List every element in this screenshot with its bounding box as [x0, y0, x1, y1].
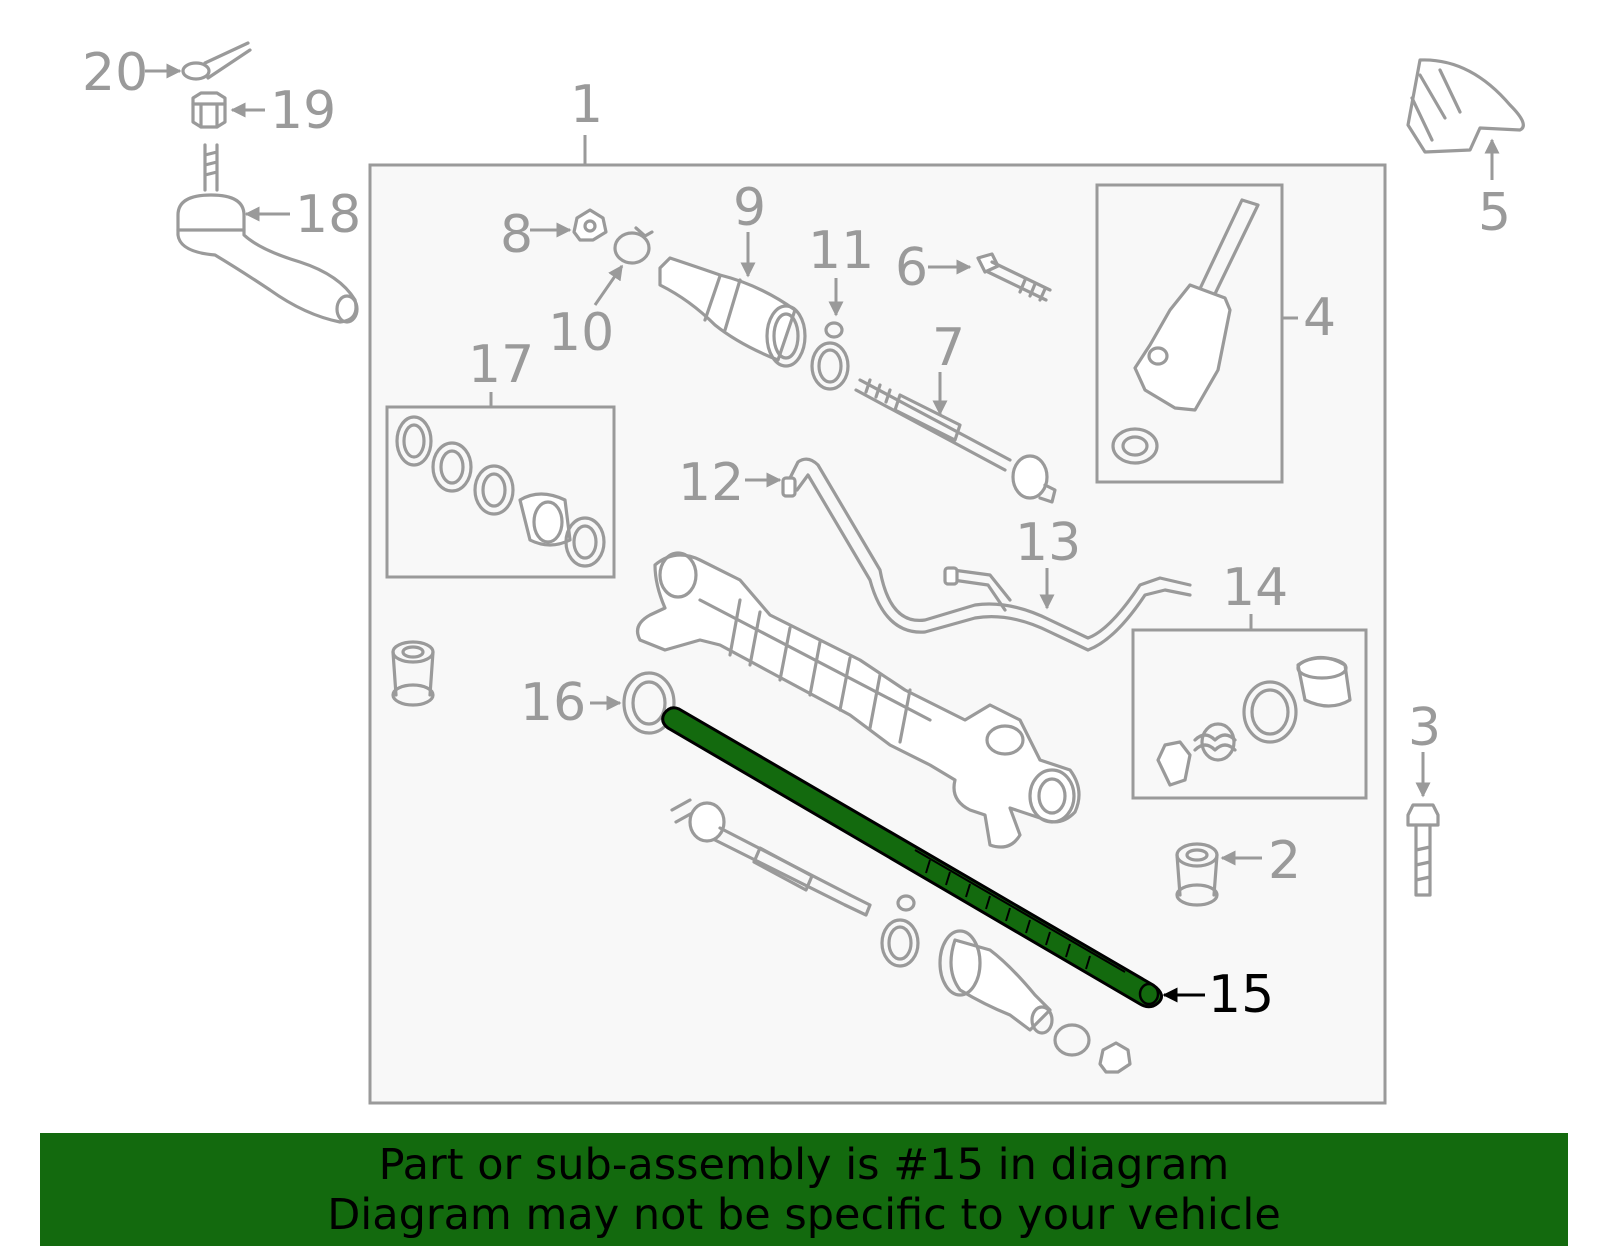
part-5-mount: [1406, 58, 1525, 154]
banner-line-2: Diagram may not be specific to your vehi…: [327, 1189, 1281, 1240]
callout-12: 12: [678, 453, 744, 513]
part-4-pinion: [1111, 198, 1260, 465]
callout-15: 15: [1208, 965, 1274, 1025]
part-11-clamp: [810, 321, 850, 391]
part-19-nut: [191, 91, 227, 129]
callout-4: 4: [1303, 288, 1336, 348]
part-7-inner-tie-rod: [854, 378, 1057, 504]
part-15-rack-highlighted: [661, 706, 1164, 1009]
callout-2: 2: [1268, 831, 1301, 891]
subbox-17: [385, 405, 616, 579]
part-9-boot: [658, 256, 807, 368]
part-2-bushing-left: [391, 640, 435, 707]
callout-17: 17: [468, 335, 534, 395]
callout-20: 20: [82, 43, 148, 103]
part-20-cotter-pin: [181, 41, 252, 81]
part-2-bushing: [1175, 842, 1219, 907]
callout-1: 1: [570, 75, 603, 135]
part-14-kit: [1156, 655, 1352, 787]
assembly-frame: [368, 163, 1387, 1105]
callout-18: 18: [295, 185, 361, 245]
part-6-bolt: [976, 252, 1052, 302]
part-3-bolt: [1406, 803, 1440, 897]
part-8-nut: [572, 208, 608, 242]
lower-boot: [880, 894, 1132, 1074]
part-18-tie-rod-end: [176, 143, 359, 324]
callout-5: 5: [1478, 183, 1511, 243]
callout-13: 13: [1015, 513, 1081, 573]
callout-6: 6: [895, 238, 928, 298]
gear-housing: [636, 551, 1081, 849]
callout-14: 14: [1222, 558, 1288, 618]
subbox-4: [1095, 183, 1284, 484]
callout-3: 3: [1408, 698, 1441, 758]
callout-11: 11: [808, 221, 874, 281]
callout-7: 7: [932, 318, 965, 378]
lower-inner-tie-rod: [670, 798, 872, 917]
callout-16: 16: [520, 673, 586, 733]
info-banner: Part or sub-assembly is #15 in diagram D…: [40, 1133, 1568, 1246]
part-10-clamp: [613, 226, 654, 265]
callout-10: 10: [548, 303, 614, 363]
part-12-13-lines: [781, 457, 1192, 652]
part-17-seal-kit: [395, 415, 606, 568]
callout-9: 9: [733, 178, 766, 238]
banner-line-1: Part or sub-assembly is #15 in diagram: [378, 1139, 1230, 1190]
part-16-seal: [622, 671, 676, 735]
callout-8: 8: [500, 205, 533, 265]
callout-19: 19: [270, 81, 336, 141]
